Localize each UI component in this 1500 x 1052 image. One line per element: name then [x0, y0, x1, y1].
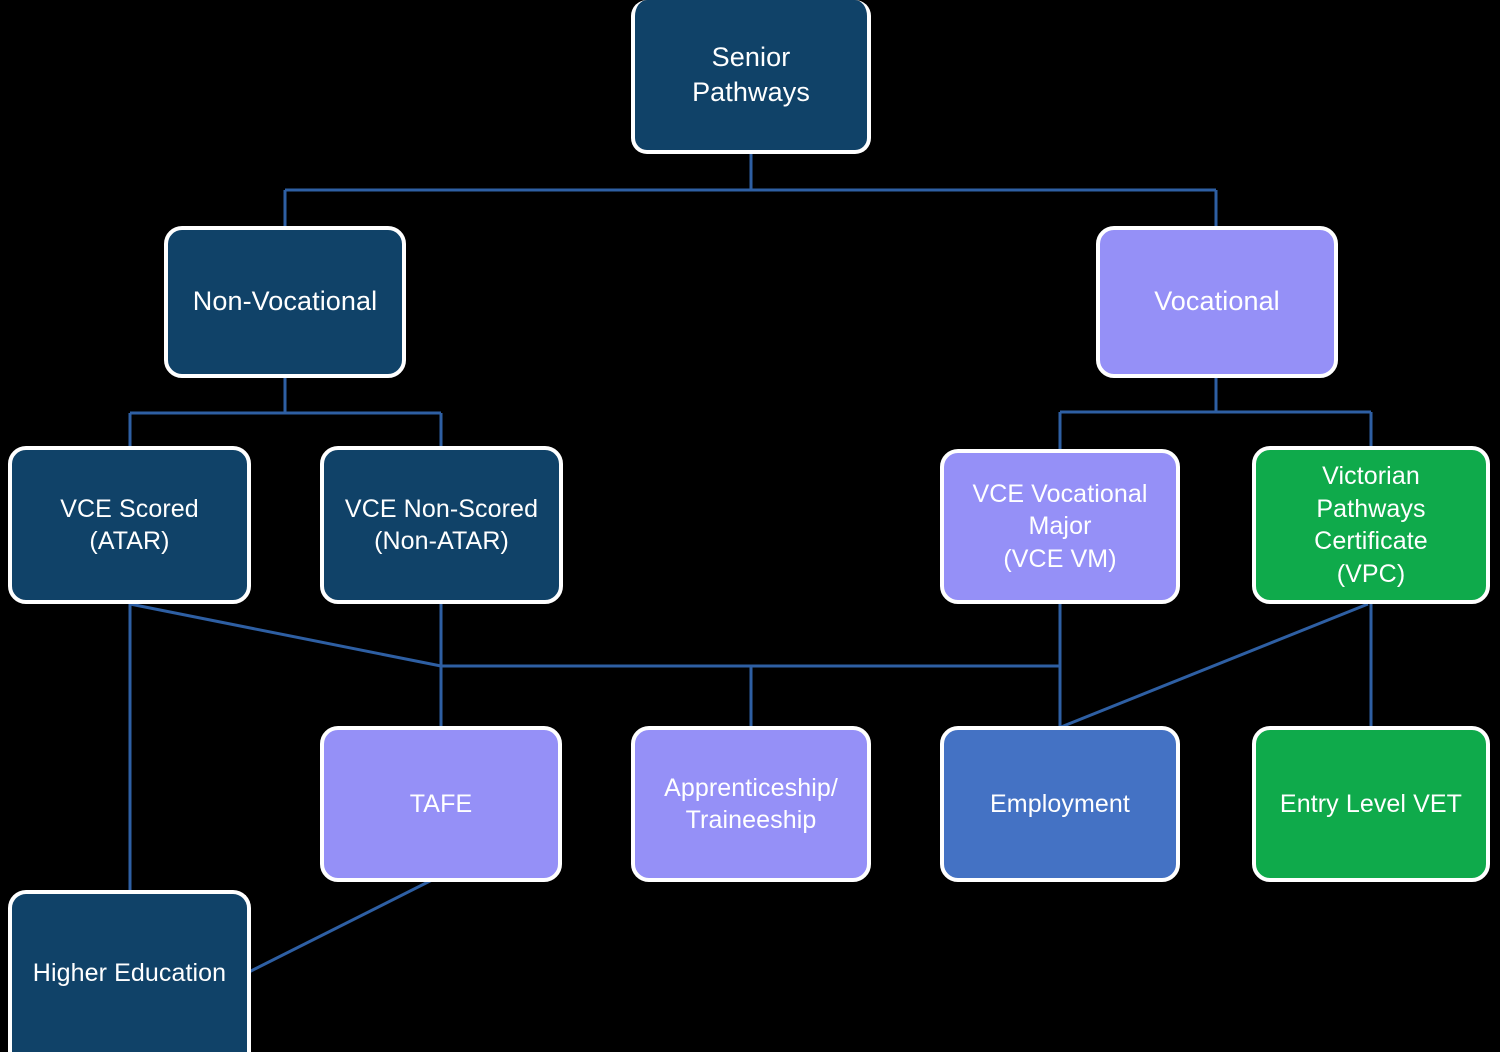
node-vce-non-scored-non-atar[interactable]: VCE Non-Scored (Non-ATAR)	[320, 446, 563, 604]
edge-vpc-to-employment	[1060, 602, 1369, 729]
edge-vcescored-to-bus	[129, 602, 442, 668]
node-tafe[interactable]: TAFE	[320, 726, 562, 882]
node-entry-level-vet[interactable]: Entry Level VET	[1252, 726, 1490, 882]
edge-senior-to-level1	[283, 154, 1218, 226]
node-employment[interactable]: Employment	[940, 726, 1180, 882]
node-vce-vocational-major[interactable]: VCE Vocational Major (VCE VM)	[940, 449, 1180, 604]
edge-tafe-to-highereducation	[242, 876, 437, 977]
node-vce-scored-atar[interactable]: VCE Scored (ATAR)	[8, 446, 251, 604]
node-non-vocational[interactable]: Non-Vocational	[164, 226, 406, 378]
node-vocational[interactable]: Vocational	[1096, 226, 1338, 378]
node-higher-education[interactable]: Higher Education	[8, 890, 251, 1052]
edge-vocational-to-children	[1058, 378, 1373, 449]
node-senior-pathways[interactable]: Senior Pathways	[631, 0, 871, 154]
node-victorian-pathways-certificate[interactable]: Victorian Pathways Certificate (VPC)	[1252, 446, 1490, 604]
edge-nonvocational-to-children	[128, 378, 443, 446]
node-apprenticeship-traineeship[interactable]: Apprenticeship/ Traineeship	[631, 726, 871, 882]
